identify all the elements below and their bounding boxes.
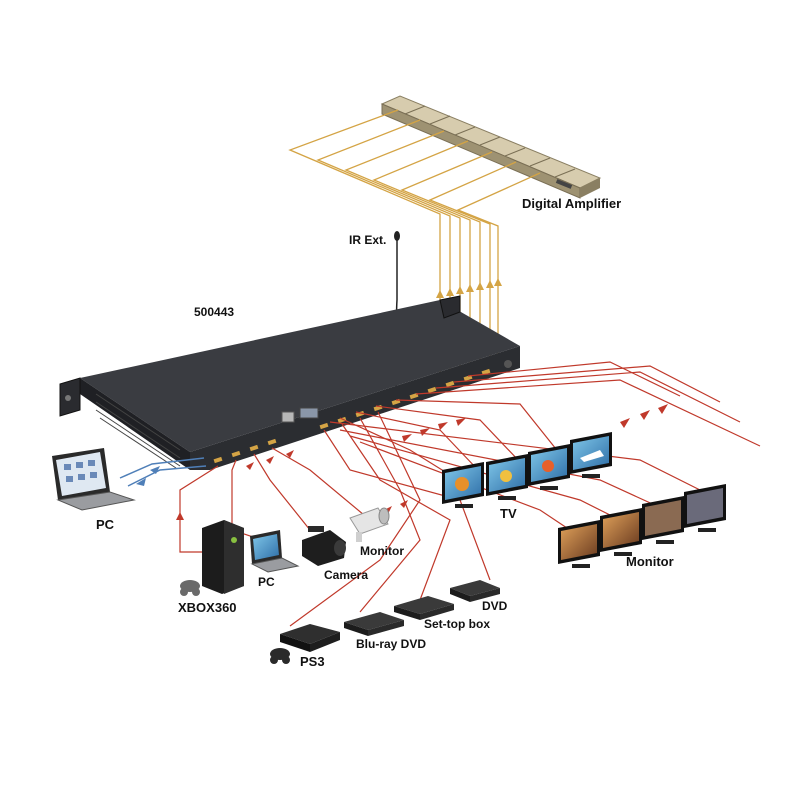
monitor-1 bbox=[558, 520, 600, 568]
tv-displays bbox=[442, 432, 612, 508]
monitor-4 bbox=[684, 484, 726, 532]
monitor-3 bbox=[642, 496, 684, 544]
hdmi-matrix-switcher bbox=[59, 295, 520, 470]
xbox360-console bbox=[202, 520, 244, 594]
tv-label: TV bbox=[500, 506, 517, 521]
camera-icon bbox=[302, 526, 346, 566]
monitor-label: Monitor bbox=[626, 554, 674, 569]
hdmi-output-arrows bbox=[402, 404, 668, 442]
monitor-camera-label: Monitor bbox=[360, 544, 404, 558]
tv-1 bbox=[442, 462, 484, 508]
tv-3 bbox=[528, 444, 570, 490]
bluray-player bbox=[344, 612, 404, 636]
xbox360-label: XBOX360 bbox=[178, 600, 237, 615]
ir-ext-label: IR Ext. bbox=[349, 233, 386, 247]
hdmi-output-cables bbox=[329, 361, 761, 531]
ethernet-arrows bbox=[136, 466, 160, 486]
tv-4 bbox=[570, 432, 612, 478]
dvd-label: DVD bbox=[482, 599, 508, 613]
tv-2 bbox=[486, 454, 528, 500]
pc-laptop-control bbox=[52, 448, 136, 511]
ps3-console bbox=[280, 624, 340, 652]
gamepad-icon bbox=[180, 580, 200, 596]
hdmi-input-cables bbox=[179, 411, 491, 627]
camera-label: Camera bbox=[324, 568, 368, 582]
dvd-player bbox=[450, 580, 500, 602]
monitor-displays bbox=[558, 484, 726, 568]
settop-label: Set-top box bbox=[424, 617, 490, 631]
pc-control-label: PC bbox=[96, 517, 115, 532]
model-number: 500443 bbox=[194, 305, 234, 319]
ps3-label: PS3 bbox=[300, 654, 325, 669]
ethernet-cables bbox=[119, 457, 207, 487]
digital-amplifier bbox=[380, 95, 602, 199]
pc-laptop-source bbox=[250, 530, 300, 573]
digital-amplifier-label: Digital Amplifier bbox=[522, 196, 621, 211]
security-camera-icon bbox=[349, 507, 390, 542]
audio-cable-arrows bbox=[436, 278, 502, 298]
bluray-label: Blu-ray DVD bbox=[356, 637, 426, 651]
pc-source-label: PC bbox=[258, 575, 275, 589]
monitor-2 bbox=[600, 508, 642, 556]
settop-box bbox=[394, 596, 454, 620]
ps3-gamepad-icon bbox=[270, 648, 290, 664]
